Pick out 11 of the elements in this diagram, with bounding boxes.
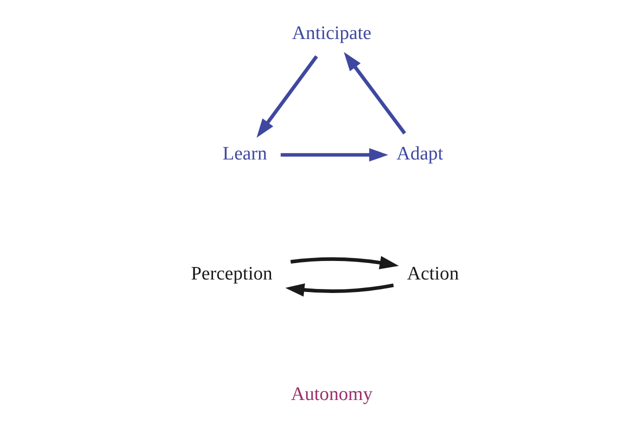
arrow (280, 148, 388, 162)
node-text: Adapt (396, 143, 443, 164)
node-text: Action (406, 264, 458, 285)
label: Autonomy (290, 384, 372, 405)
arrow (290, 256, 398, 270)
arrow (343, 52, 406, 134)
node-text: Learn (222, 143, 267, 164)
node-text: Perception (190, 264, 272, 285)
arrow (256, 55, 318, 138)
node-text: Anticipate (292, 23, 371, 44)
arrow (284, 283, 394, 297)
